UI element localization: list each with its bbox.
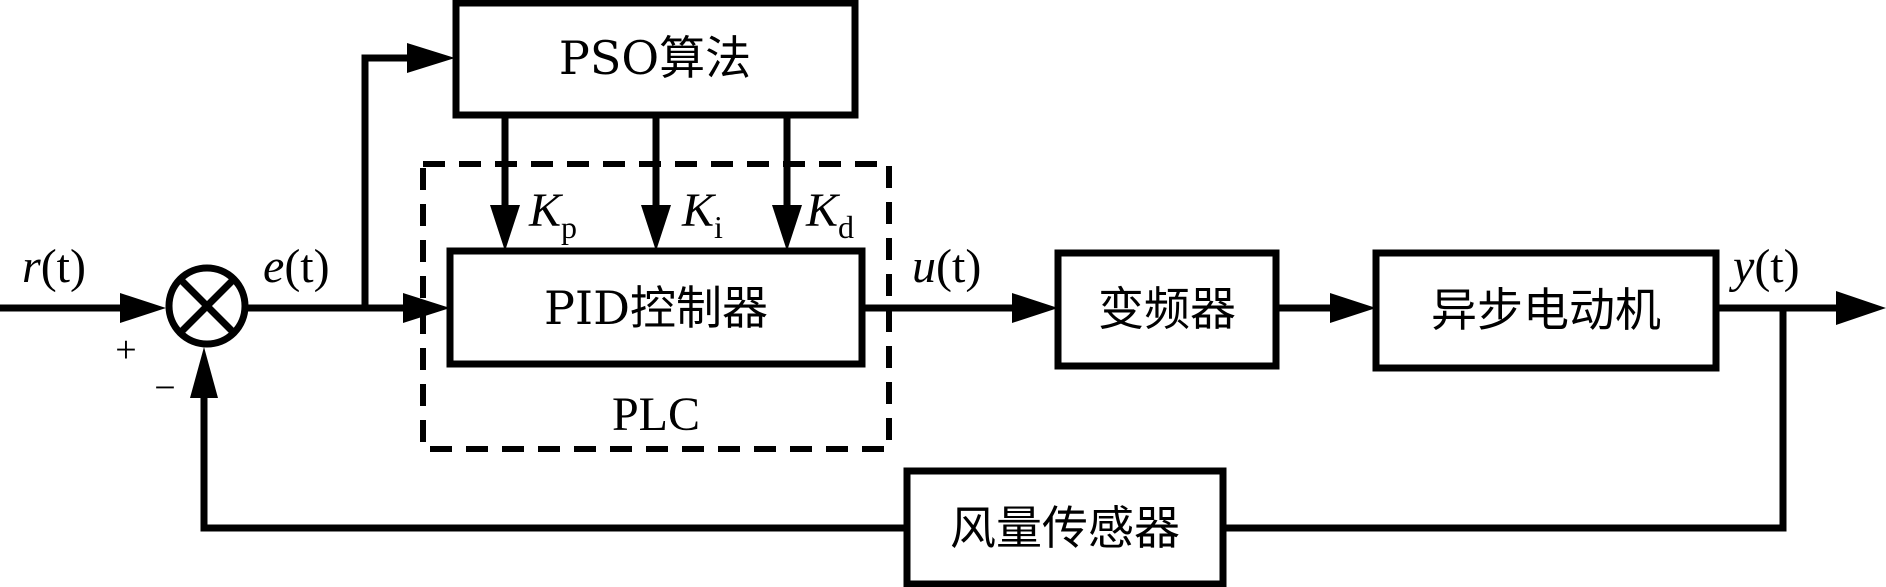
kd-arrow-head [772,205,802,251]
inverter-block-label: 变频器 [1098,282,1236,336]
ki-label: Ki [681,184,723,245]
sensor-block-label: 风量传感器 [950,501,1180,555]
ki-arrow-head [641,205,671,251]
sensor-block [903,467,1227,587]
pso-branch-line [361,54,420,308]
pso-block-label: PSO算法 [559,31,751,85]
plc-label: PLC [612,388,700,441]
plus-sign: + [115,329,136,371]
pso-input-arrow-head [407,43,455,73]
reference-arrow-head [120,293,166,323]
inverter-block [1054,249,1280,370]
error-signal-label: e(t) [263,240,330,293]
pid-block-label: PID控制器 [544,281,768,335]
pid-block [446,247,866,368]
control-signal-label: u(t) [912,240,981,293]
motor-input-arrow-head [1330,293,1376,323]
summing-junction [165,264,249,348]
inverter-input-arrow-head [1012,293,1058,323]
feedback-line-left [200,390,907,532]
motor-block [1372,249,1720,372]
kd-label: Kd [805,184,854,245]
minus-sign: − [154,367,175,409]
motor-block-label: 异步电动机 [1431,283,1661,337]
kp-label: Kp [528,184,577,245]
pid-input-arrow-head [403,293,450,323]
reference-signal-label: r(t) [22,240,86,293]
feedback-arrow-head [190,347,218,398]
output-arrow-head [1836,291,1886,325]
kp-arrow-head [490,205,520,251]
output-signal-label: y(t) [1728,240,1800,293]
feedback-line-right [1223,308,1787,532]
